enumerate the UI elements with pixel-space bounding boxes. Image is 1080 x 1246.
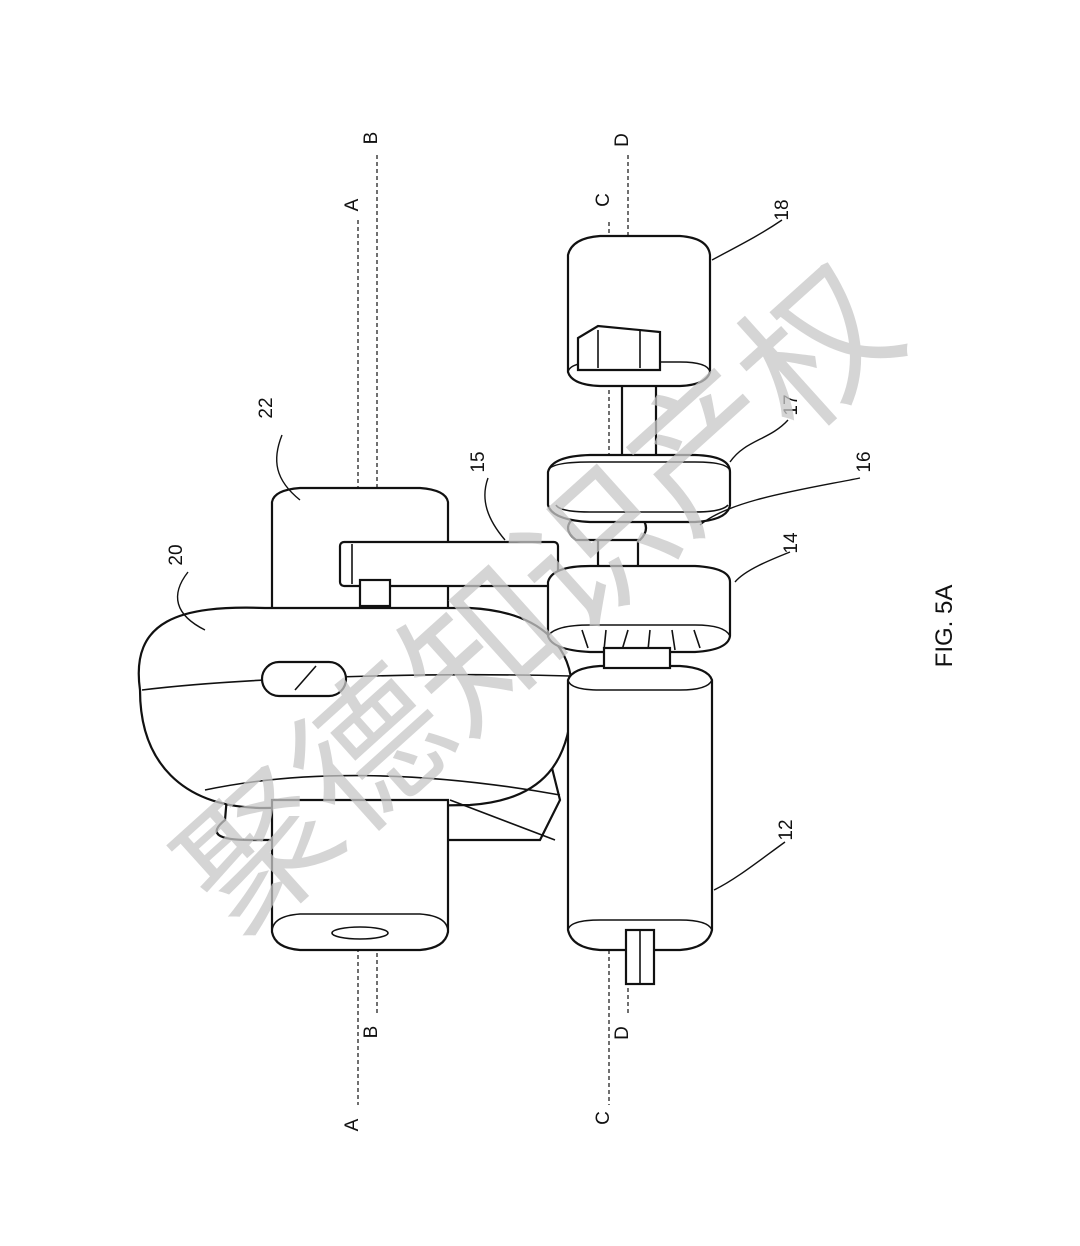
wheel-upper	[546, 453, 732, 524]
bottom-cylinder-bore	[331, 926, 389, 940]
numeral-cylinder-top: 22	[256, 397, 277, 418]
numeral-wheel-lower: 14	[781, 532, 802, 554]
section-mark-b-bottom: B	[361, 1026, 382, 1039]
numeral-motor-upper: 18	[772, 199, 793, 220]
numeral-link-arm: 15	[468, 451, 489, 472]
numeral-motor-lower: 12	[776, 819, 797, 840]
bottom-cylinder	[270, 798, 450, 952]
link-arm	[338, 540, 560, 608]
section-mark-a-top: A	[342, 198, 363, 211]
reference-numerals: 20 22 15 17 16 18 14 12	[166, 199, 875, 840]
section-mark-c-top: C	[593, 193, 614, 207]
figure-caption: FIG. 5A	[931, 585, 958, 668]
wheel-lower	[546, 564, 732, 654]
numeral-wheel-upper: 17	[781, 394, 802, 415]
section-mark-c-bottom: C	[593, 1111, 614, 1125]
section-marks: A B C D A B C D	[342, 132, 633, 1132]
section-mark-d-top: D	[612, 133, 633, 147]
motor-upper-terminal	[576, 324, 662, 372]
section-mark-a-bottom: A	[342, 1118, 363, 1131]
leader-lines	[176, 219, 861, 891]
numeral-housing: 20	[166, 544, 187, 565]
section-mark-b-top: B	[361, 132, 382, 145]
numeral-coupling: 16	[854, 451, 875, 472]
motor-lower	[566, 646, 714, 986]
motor-upper	[566, 234, 712, 388]
section-mark-d-bottom: D	[612, 1026, 633, 1040]
watermark: 聚德知识产权	[148, 235, 933, 967]
